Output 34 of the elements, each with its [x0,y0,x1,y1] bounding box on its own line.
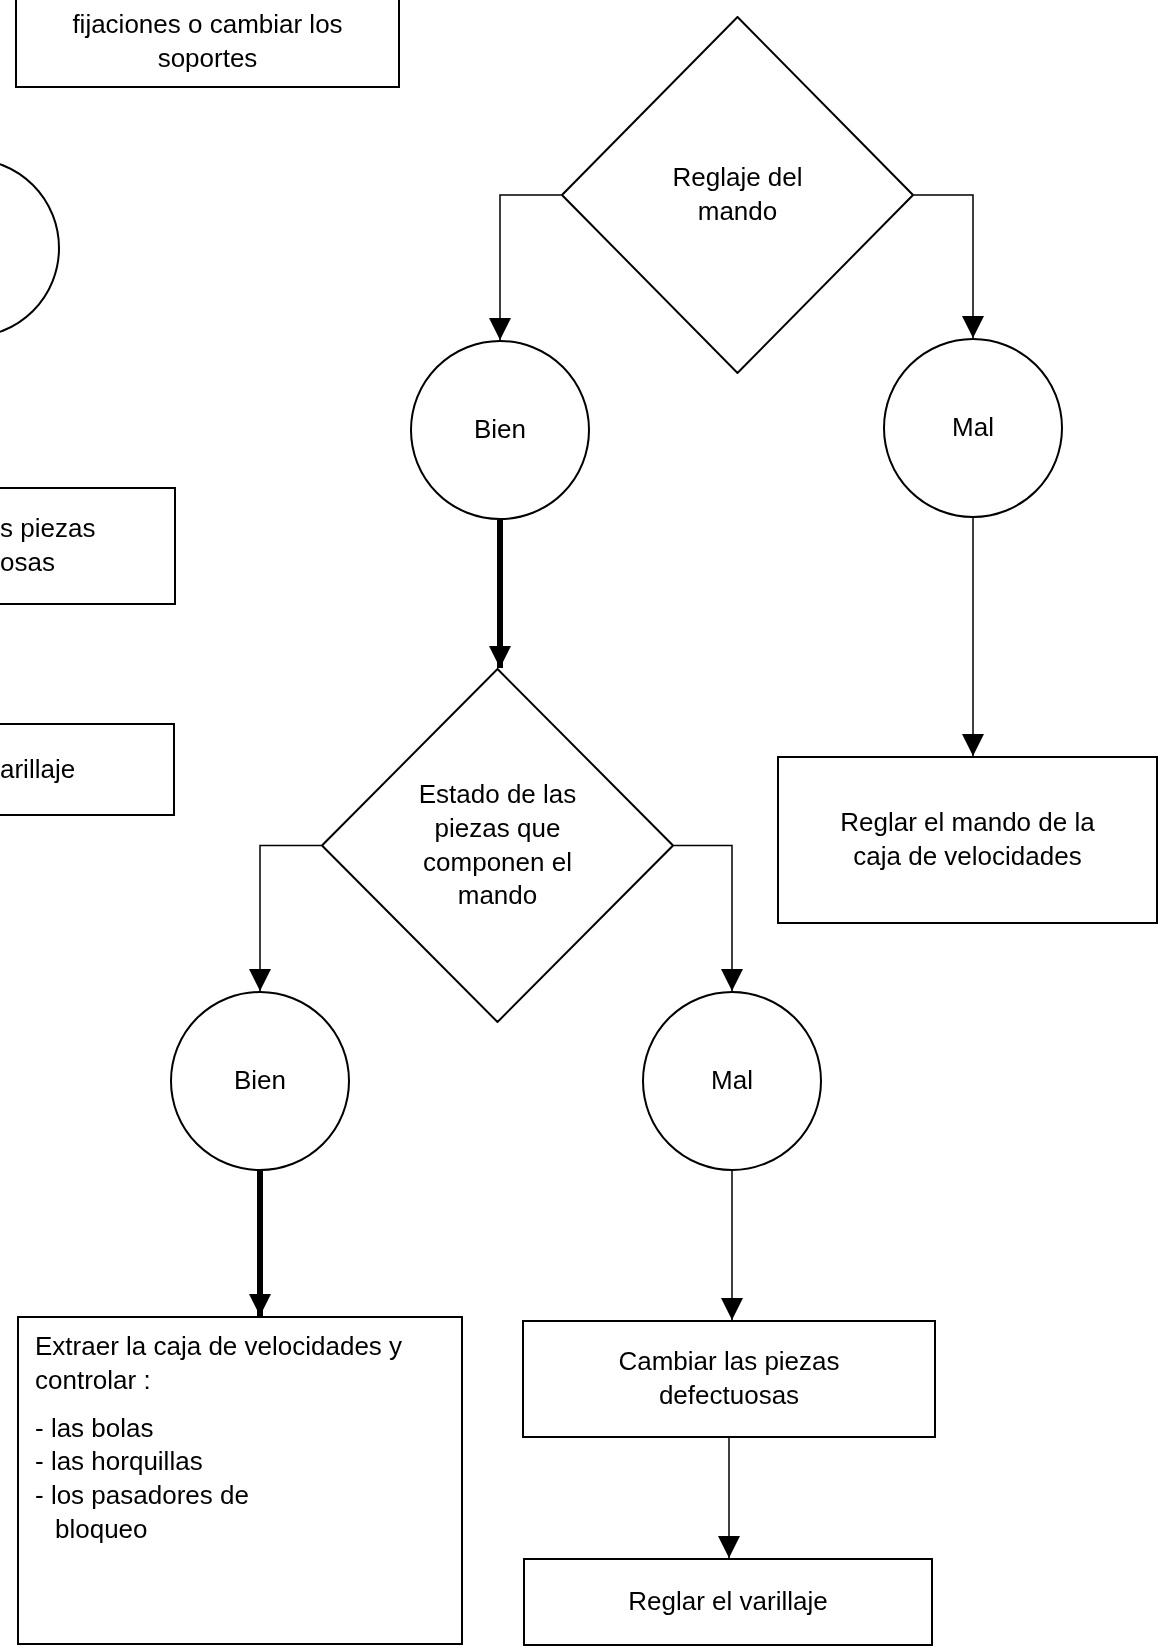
node-text: Mal [952,411,994,445]
process-box [523,1558,933,1646]
node-text: - los pasadores de bloqueo [35,1479,250,1546]
process-box [0,487,176,605]
node-text: Reglar el varillaje [627,1585,829,1619]
arrow [913,194,984,339]
decision-diamond [561,16,914,374]
node-text: Estado de las piezas que componen el mando [417,777,578,913]
arrow [718,1437,740,1559]
node-text: Cambiar las piezas defectuosas [617,1345,841,1412]
node-text: Mal [711,1064,753,1098]
process-box [522,1320,936,1438]
node-text: Extraer la caja de velocidades y controlar : [35,1330,404,1397]
arrow [673,844,743,992]
node-text: Reglar el mando de la caja de velocidades [839,806,1096,873]
process-box [0,723,175,816]
arrow [721,1170,743,1321]
arrow [249,844,322,992]
arrow [249,1171,271,1316]
process-box [777,756,1158,924]
arrow [489,194,562,341]
decision-diamond [321,668,674,1023]
node-text: s piezas osas [0,512,97,579]
node-text: Bien [233,1064,286,1098]
node-text: - las horquillas [35,1445,204,1479]
node-text: fijaciones o cambiar los soportes [71,8,344,75]
arrow [962,517,984,757]
node-text: arillaje [0,752,77,786]
arrow [489,520,511,668]
process-box [15,0,400,88]
node-text: - las bolas [35,1411,155,1445]
node-text: Reglaje del mando [671,161,804,228]
process-box [17,1316,463,1645]
node-text: Bien [473,413,526,447]
